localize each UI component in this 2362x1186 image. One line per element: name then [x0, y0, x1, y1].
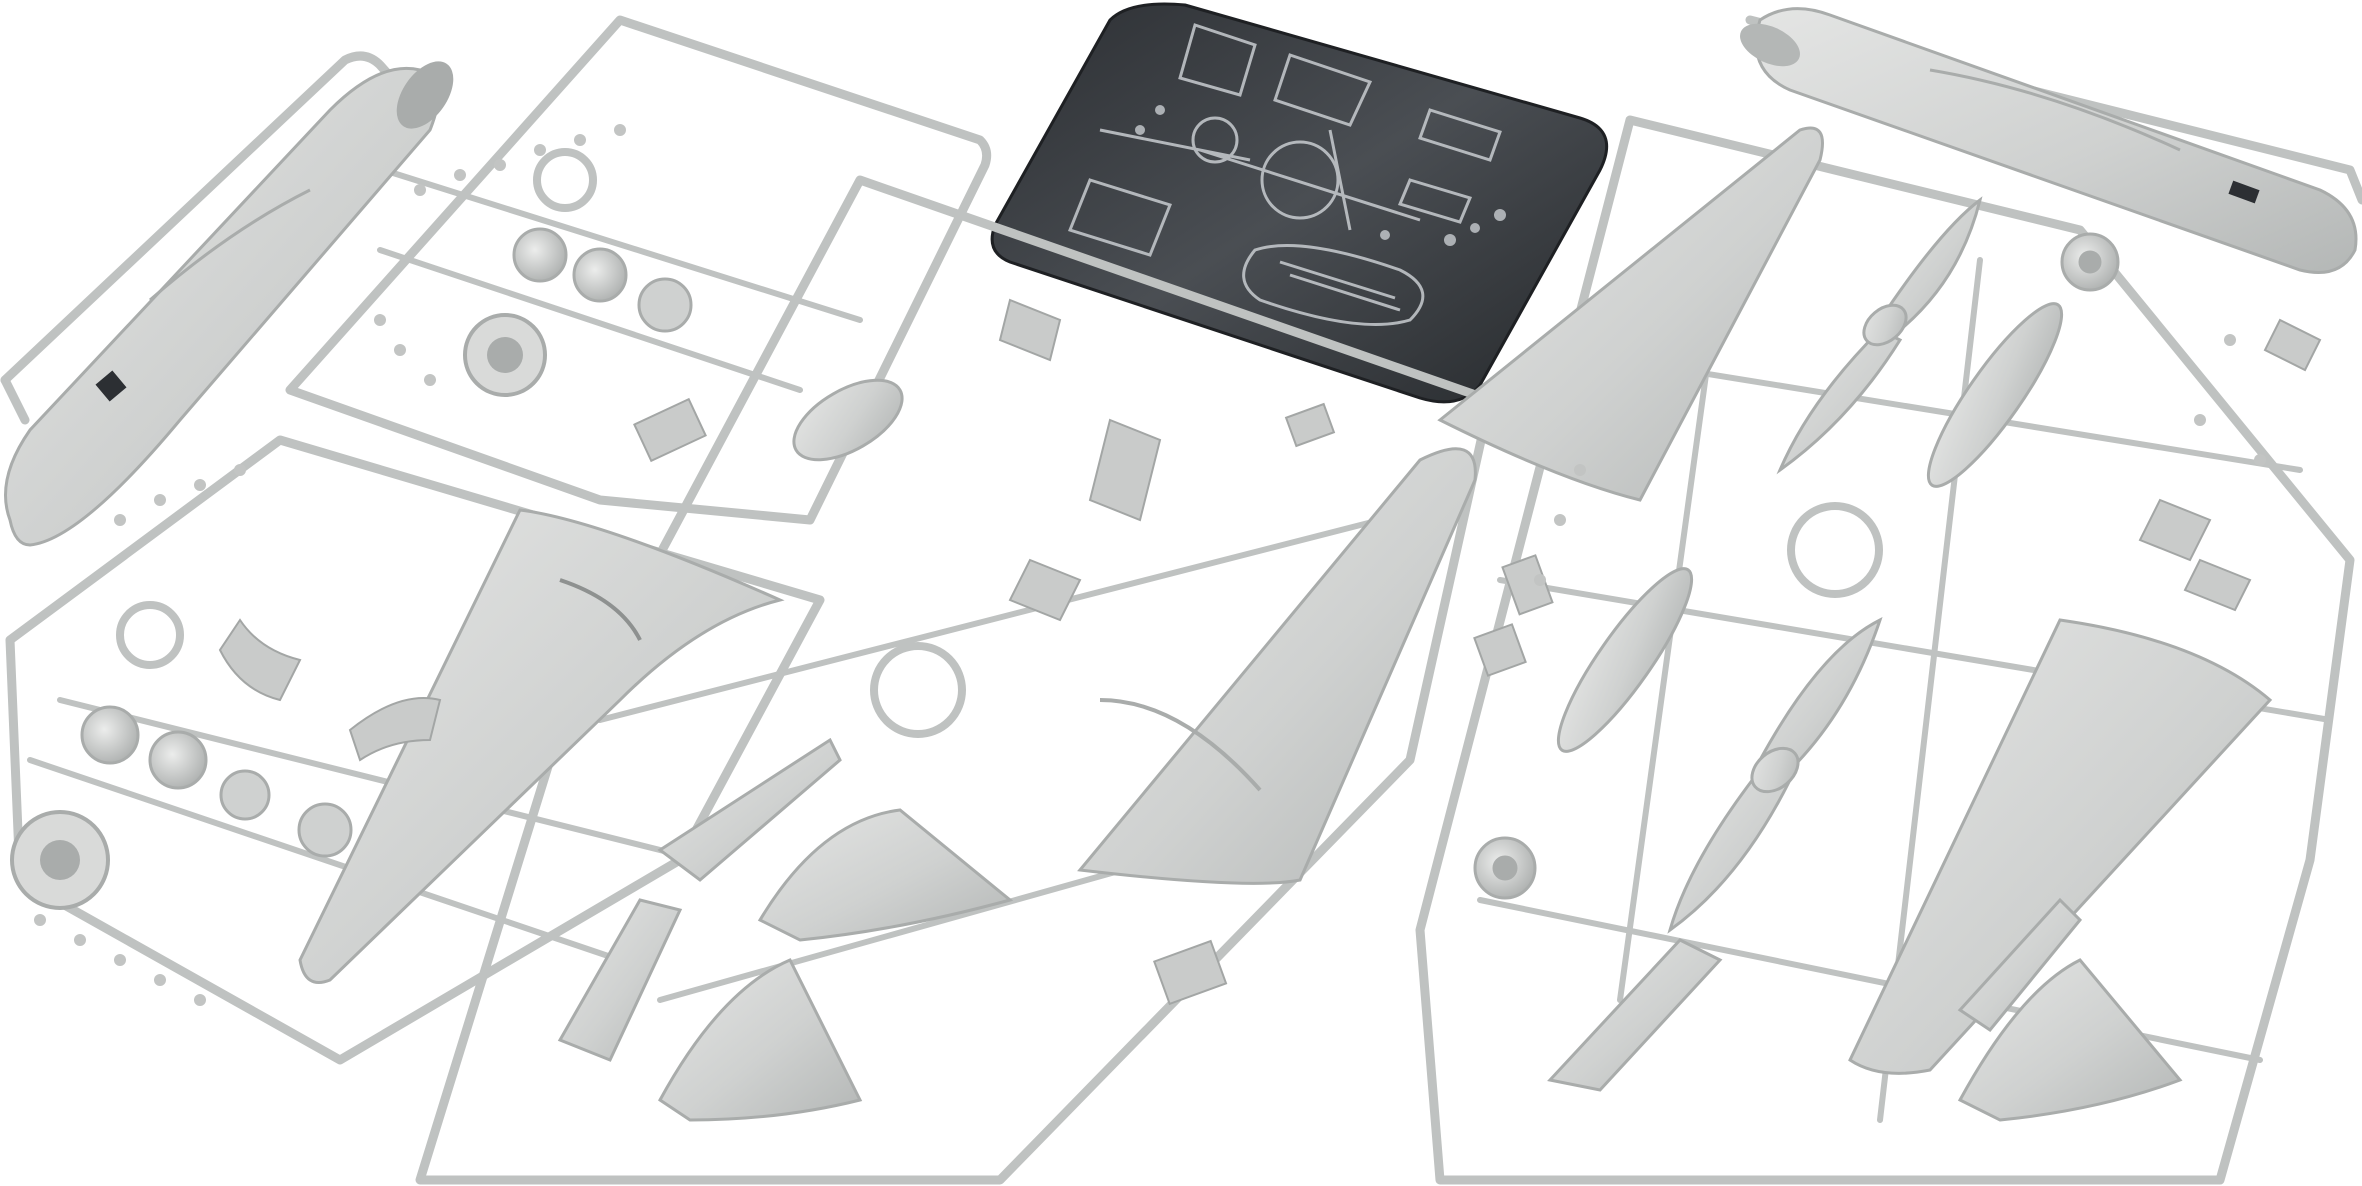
- wing-upper-right: [1437, 126, 1824, 502]
- sprue-frames: [0, 15, 2362, 1185]
- tiny-sprue-bits: [34, 124, 2266, 1006]
- sprue-hubs: [116, 148, 1883, 738]
- engine-parts: [10, 277, 693, 910]
- fuselage-half-left: [4, 61, 454, 547]
- fuselage-half-right: [1740, 7, 2358, 274]
- propellers: [1667, 196, 1983, 934]
- drop-tanks: [792, 302, 2064, 753]
- wheels: [80, 227, 2120, 900]
- tail-parts: [557, 737, 2183, 1122]
- wing-lower-right: [1848, 618, 2273, 1075]
- clear-parts-sprue: [990, 2, 1609, 404]
- small-detail-parts: [218, 298, 2322, 1006]
- wing-left: [298, 508, 785, 984]
- wing-center: [1077, 447, 1477, 885]
